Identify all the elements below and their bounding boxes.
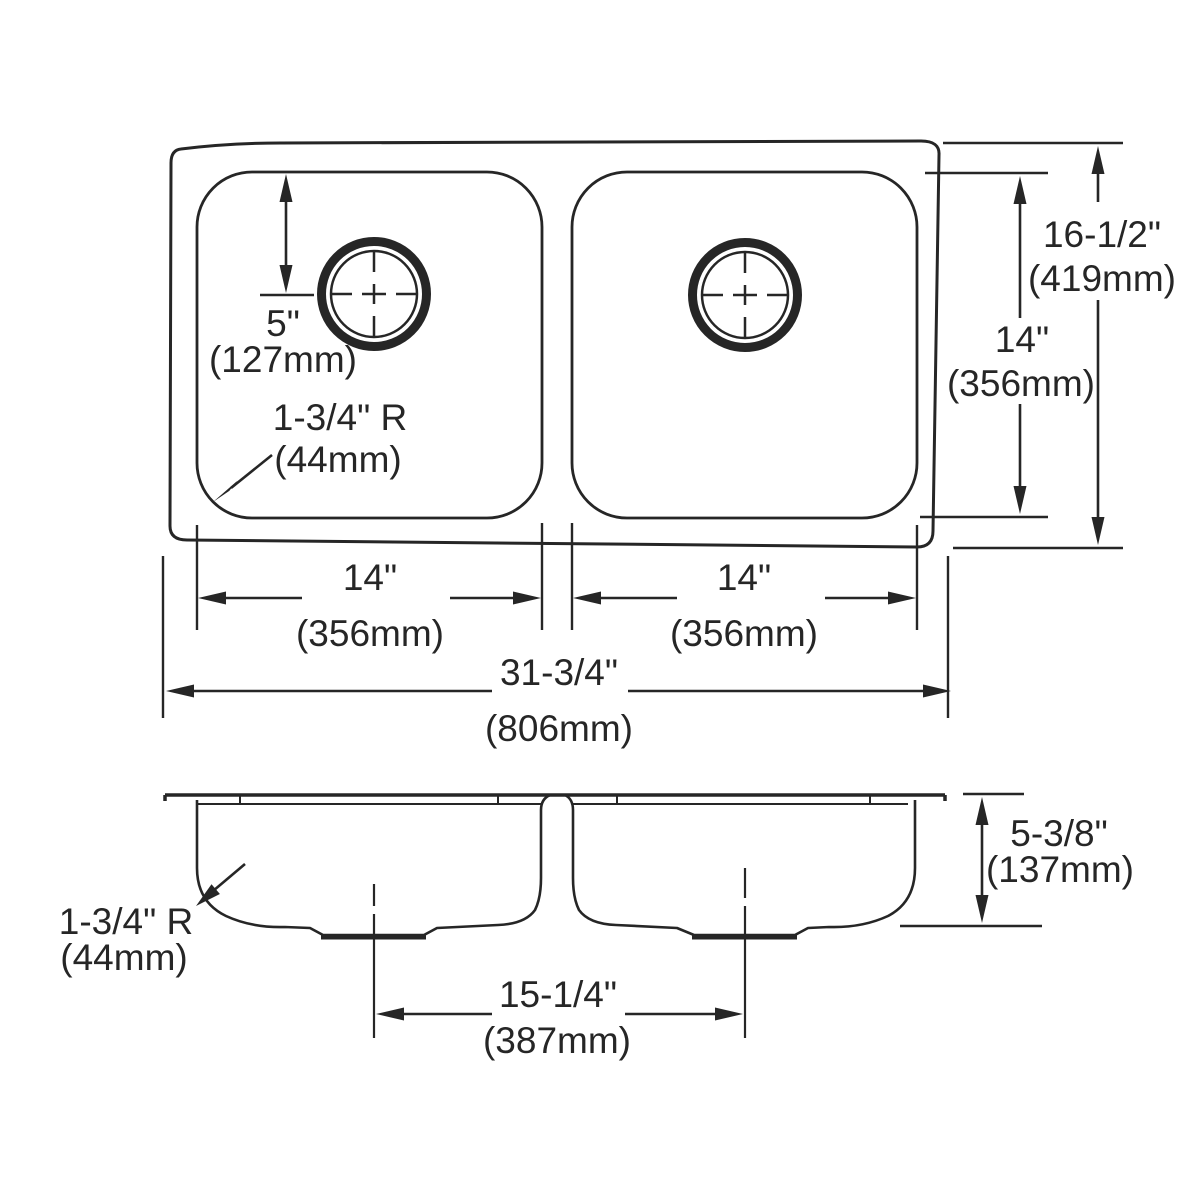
- arrowhead-down: [279, 265, 293, 293]
- dim-label-bowl-depth-in: 5-3/8": [1010, 813, 1107, 854]
- dim-label-left-bowl-in: 14": [343, 557, 397, 598]
- arrowhead-up: [279, 174, 293, 202]
- arrowhead-right: [923, 684, 951, 698]
- drain-outer-ring: [688, 238, 802, 352]
- dim-overall-width: 31-3/4" (806mm): [166, 652, 951, 749]
- dim-corner-radius-top: 1-3/4" R (44mm): [213, 397, 407, 502]
- dim-label-bowl-depth-mm: (137mm): [986, 849, 1134, 890]
- arrowhead-down: [1013, 486, 1027, 514]
- left-bowl-profile: [195, 793, 551, 937]
- dim-label-bowl-ftb-mm: (356mm): [947, 363, 1095, 404]
- dim-label-corner-radius-in: 1-3/4" R: [273, 397, 407, 438]
- side-view: 1-3/4" R (44mm) 15-1/4" (387mm) 5-3/8" (…: [59, 792, 1134, 1061]
- dim-label-overall-width-in: 31-3/4": [500, 652, 618, 693]
- dim-label-drain-offset-mm: (127mm): [209, 339, 357, 380]
- arrowhead: [213, 480, 238, 502]
- arrowhead-left: [573, 591, 601, 605]
- dim-right-bowl-width: 14" (356mm): [573, 557, 916, 654]
- right-bowl-profile: [564, 793, 917, 937]
- arrowhead-right: [513, 591, 541, 605]
- drain-crosshair: [701, 251, 789, 339]
- flange-top-line: [163, 793, 947, 801]
- dim-left-bowl-width: 14" (356mm): [198, 557, 541, 654]
- arrowhead-left: [166, 684, 194, 698]
- drain-outer-ring: [317, 237, 431, 351]
- right-drain: [688, 238, 802, 352]
- arrowhead-left: [198, 591, 226, 605]
- dim-label-right-bowl-mm: (356mm): [670, 613, 818, 654]
- dim-label-corner-radius-side-mm: (44mm): [60, 937, 187, 978]
- dim-label-drain-spacing-in: 15-1/4": [499, 974, 617, 1015]
- sink-outer-outline: [168, 139, 941, 549]
- dim-label-left-bowl-mm: (356mm): [296, 613, 444, 654]
- arrowhead-right: [715, 1007, 743, 1021]
- left-drain: [317, 237, 431, 351]
- dim-label-bowl-ftb-in: 14": [995, 319, 1049, 360]
- flange-notch-ticks: [239, 795, 871, 804]
- leader-line: [230, 453, 273, 490]
- dim-label-corner-radius-side-in: 1-3/4" R: [59, 901, 193, 942]
- right-bowl-outline: [570, 170, 919, 520]
- dim-label-corner-radius-mm: (44mm): [274, 439, 401, 480]
- dim-label-drain-offset-in: 5": [266, 303, 300, 344]
- dim-label-overall-width-mm: (806mm): [485, 708, 633, 749]
- dim-bowl-depth: 5-3/8" (137mm): [900, 792, 1134, 928]
- dim-label-overall-ftb-mm: (419mm): [1028, 258, 1176, 299]
- arrowhead-up: [975, 797, 989, 825]
- dim-drain-offset: 5" (127mm): [209, 174, 357, 380]
- left-bowl-outline: [195, 170, 544, 520]
- dim-label-drain-spacing-mm: (387mm): [483, 1020, 631, 1061]
- arrowhead: [196, 884, 220, 906]
- leader-line: [212, 863, 246, 892]
- dim-label-overall-ftb-in: 16-1/2": [1043, 214, 1161, 255]
- top-view: 5" (127mm) 1-3/4" R (44mm) 14" (356mm): [161, 139, 1176, 749]
- arrowhead-down: [1091, 517, 1105, 545]
- dim-bowl-front-to-back: 14" (356mm): [920, 171, 1095, 519]
- arrowhead-left: [376, 1007, 404, 1021]
- arrowhead-down: [975, 895, 989, 923]
- arrowhead-right: [888, 591, 916, 605]
- arrowhead-up: [1091, 146, 1105, 174]
- dim-drain-spacing: 15-1/4" (387mm): [376, 974, 743, 1061]
- dim-label-right-bowl-in: 14": [717, 557, 771, 598]
- dim-corner-radius-side: 1-3/4" R (44mm): [59, 863, 246, 978]
- dim-overall-front-to-back: 16-1/2" (419mm): [943, 141, 1176, 550]
- arrowhead-up: [1013, 176, 1027, 204]
- drain-crosshair: [330, 250, 418, 338]
